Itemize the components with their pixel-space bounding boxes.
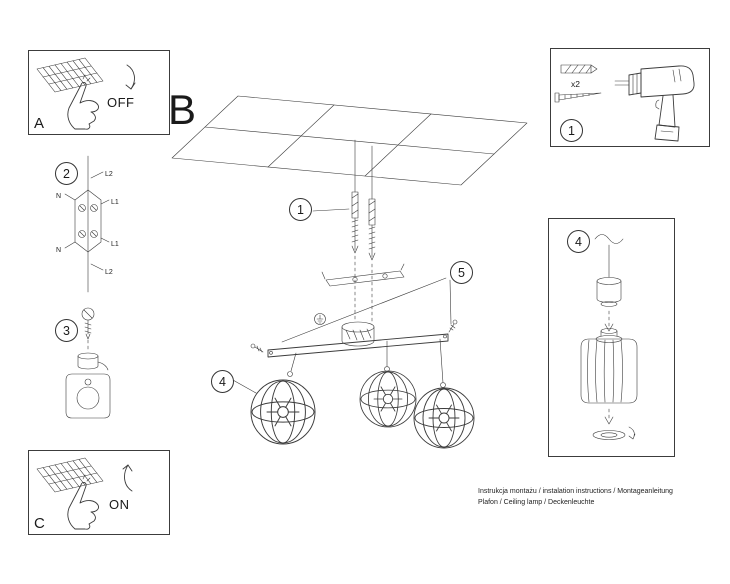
pressing-hand-icon (67, 74, 99, 130)
mounting-screw-right (368, 145, 376, 325)
callout-5-pointer-lines (281, 277, 452, 343)
footer-line-product: Plafon / Ceiling lamp / Deckenleuchte (478, 499, 595, 506)
panel-power-on: ON C (28, 450, 170, 535)
off-label: OFF (107, 95, 135, 110)
callout-1-pointer-line (312, 208, 350, 212)
mounting-screw-left (351, 139, 359, 323)
cage-shade-icon (250, 379, 316, 445)
lamp-right (413, 338, 475, 449)
wire-label-n-bottom: N (56, 247, 61, 254)
drill-icon (614, 65, 695, 142)
ceiling-cup-icon (77, 352, 109, 371)
lamp-center (359, 340, 417, 428)
wire-label-l1-top: L1 (111, 199, 119, 206)
footer-line-instructions: Instrukcja montażu / instalation instruc… (478, 488, 673, 495)
cage-shade-icon (580, 328, 638, 404)
wire-label-l2-top: L2 (105, 171, 113, 178)
lamp-bar (267, 313, 449, 358)
ceiling-grid-icon (171, 95, 528, 186)
mounting-bracket-icon (65, 373, 111, 419)
canopy-icon (341, 321, 375, 347)
callout-step-1: 1 (289, 198, 312, 221)
ring-nut-icon (592, 426, 636, 440)
wall-plug-icon (560, 64, 598, 74)
callout-step-1-tools: 1 (560, 119, 583, 142)
callout-step-3: 3 (55, 319, 78, 342)
shade-assembly-illustration (580, 234, 638, 440)
assembly-arrow-down (604, 310, 614, 332)
callout-step-4-box: 4 (567, 230, 590, 253)
rotate-arrow-icon (125, 64, 136, 90)
bracket-detail (65, 307, 111, 419)
wire-label-l2-bottom: L2 (105, 269, 113, 276)
on-label: ON (109, 497, 130, 512)
keyboard-icon (36, 457, 104, 493)
panel-tools: x2 1 (550, 48, 710, 147)
terminal-block-icon (64, 155, 110, 293)
socket-icon (596, 277, 622, 307)
mounting-bracket-icon (321, 263, 405, 287)
fixing-screw-left (250, 343, 264, 353)
earth-symbol-icon (314, 313, 326, 325)
screw-icon (554, 92, 602, 103)
cage-shade-icon (413, 387, 475, 449)
panel-a-label: A (34, 115, 45, 132)
panel-power-off: OFF A (28, 50, 170, 135)
power-cord-icon (594, 234, 624, 278)
tools-illustration (554, 64, 695, 142)
screw-icon (81, 307, 95, 353)
wire-label-n-top: N (56, 193, 61, 200)
dowel-qty-label: x2 (571, 79, 580, 89)
callout-step-4: 4 (211, 370, 234, 393)
pressing-hand-icon (67, 474, 99, 530)
assembly-arrow-down-2 (604, 408, 614, 425)
panel-shade-assembly: 4 (548, 218, 675, 457)
footer: Instrukcja montażu / instalation instruc… (478, 486, 673, 508)
callout-step-2: 2 (55, 162, 78, 185)
rotate-arrow-icon (122, 464, 133, 492)
wire-label-l1-bottom: L1 (111, 241, 119, 248)
step-b-label: B (168, 86, 197, 133)
callout-step-5: 5 (450, 261, 473, 284)
wiring-diagram: L2 N L1 N L1 L2 (56, 155, 119, 293)
keyboard-icon (36, 57, 104, 93)
power-on-illustration (36, 457, 133, 530)
fixing-screw-right (448, 319, 458, 333)
power-off-illustration (36, 57, 136, 130)
panel-c-label: C (34, 515, 45, 532)
cage-shade-icon (359, 370, 417, 428)
main-assembly-drawing (171, 95, 528, 449)
lamp-left (250, 352, 316, 445)
